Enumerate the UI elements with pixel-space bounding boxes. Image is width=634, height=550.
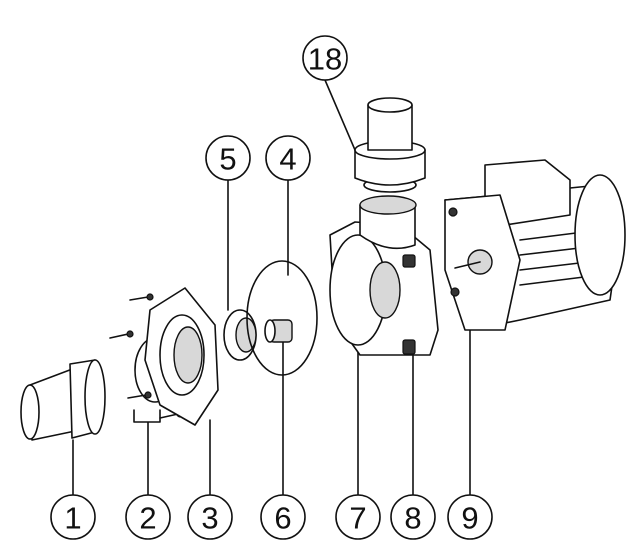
part-motor <box>444 159 626 331</box>
part-union-outlet <box>354 97 426 250</box>
callout-1: 1 <box>50 494 96 540</box>
callout-6: 6 <box>260 494 306 540</box>
part-impeller <box>264 319 293 343</box>
callout-2: 2 <box>125 494 171 540</box>
callout-label: 3 <box>201 501 218 536</box>
part-union-inlet <box>20 359 106 441</box>
callout-label: 7 <box>349 501 366 536</box>
callout-5: 5 <box>205 135 251 181</box>
callout-18: 18 <box>302 35 348 81</box>
callout-label: 18 <box>308 42 342 77</box>
callout-label: 9 <box>461 501 478 536</box>
callout-label: 2 <box>139 501 156 536</box>
leader-lines <box>72 79 471 496</box>
part-flange <box>144 287 219 426</box>
part-seal <box>223 309 257 361</box>
callout-9: 9 <box>447 494 493 540</box>
callout-label: 5 <box>219 142 236 177</box>
callout-label: 6 <box>274 501 291 536</box>
callout-4: 4 <box>265 135 311 181</box>
part-gasket <box>246 260 318 376</box>
callout-7: 7 <box>335 494 381 540</box>
callout-label: 8 <box>404 501 421 536</box>
callout-3: 3 <box>187 494 233 540</box>
part-screws-oring <box>109 293 184 419</box>
callout-label: 4 <box>279 142 296 177</box>
callout-8: 8 <box>390 494 436 540</box>
part-pump-housing <box>329 221 439 356</box>
callout-label: 1 <box>64 501 81 536</box>
